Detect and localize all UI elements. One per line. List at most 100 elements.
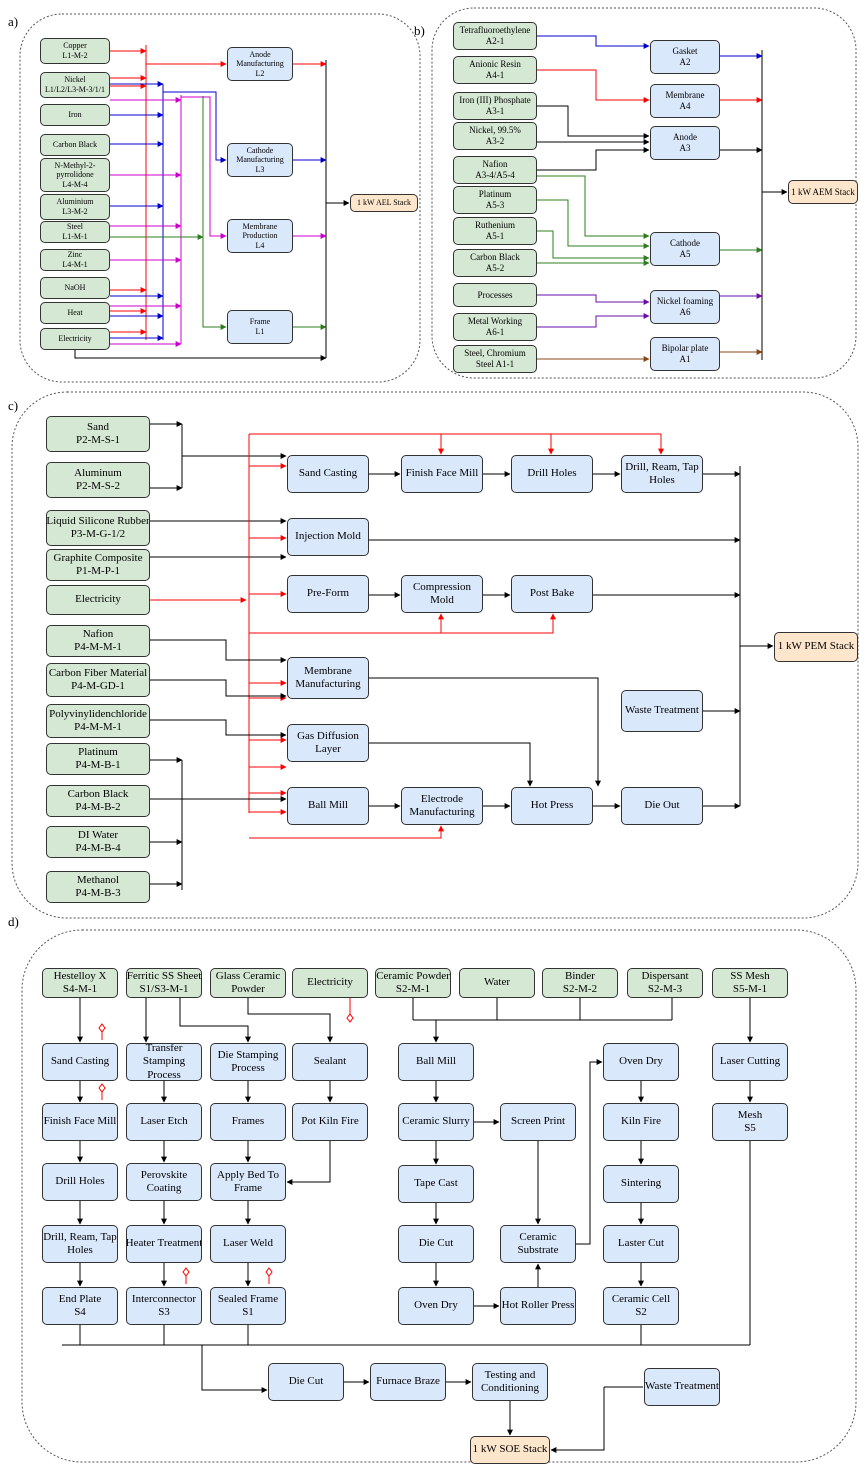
d-node-diecut2: Die Cut [268,1363,344,1401]
d-node-screenprint: Screen Print [500,1103,576,1141]
a-node-carbon_black: Carbon Black [40,134,110,156]
node-text-line: Stamping [142,1055,186,1068]
node-text-line: Ceramic Slurry [402,1115,470,1128]
node-text-line: SS Mesh [730,969,770,982]
c-node-dieout: Die Out [621,787,703,825]
node-text-line: Ball Mill [307,799,349,812]
node-text-line: A5-1 [485,231,505,241]
c-node-sandcast: Sand Casting [287,455,369,493]
node-text-line: L1 [255,327,265,336]
electricity-marker-icon [98,1083,106,1093]
a-node-heat: Heat [40,302,110,324]
d-node-diecut1: Die Cut [398,1225,474,1263]
d-node-ballmill: Ball Mill [398,1043,474,1081]
panel-label-a: a) [8,14,19,29]
node-text-line: Finish Face Mill [405,467,479,480]
node-text-line: L4 [255,240,265,250]
d-node-stack: 1 kW SOE Stack [470,1436,550,1464]
node-text-line: Ruthenium [475,220,515,231]
node-text-line: L3-M-2 [62,207,88,216]
node-text-line: Production [242,231,278,241]
node-text-line: A5-3 [485,200,505,210]
node-text-line: Nafion [82,627,114,640]
node-text-line: Laser Etch [140,1115,188,1128]
node-text-line: Process [231,1062,265,1074]
d-node-lasercut: Laser Cutting [712,1043,788,1081]
node-text-line: S5-M-1 [732,983,768,995]
node-text-line: Gasket [672,46,698,57]
d-node-sintering: Sintering [603,1165,679,1203]
d-node-furnace: Furnace Braze [370,1363,446,1401]
c-node-postbake: Post Bake [511,575,593,613]
node-text-line: Frame [249,317,271,327]
node-text-line: P4-M-GD-1 [71,680,125,692]
node-text-line: A1 [679,354,691,364]
node-text-line: Sealant [313,1055,347,1068]
d-node-hotroller: Hot Roller Press [500,1287,576,1325]
node-text-line: Tetrafluoroethylene [459,25,531,36]
d-node-ffm: Finish Face Mill [42,1103,118,1141]
panel-label-c: c) [8,398,19,413]
node-text-line: Metal Working [467,316,523,327]
connector-arrow [201,1345,268,1393]
connector-arrow [181,96,227,239]
b-node-ni995: Nickel, 99.5%A3-2 [453,122,537,150]
node-text-line: Pre-Form [306,587,350,600]
node-text-line: Die Cut [418,1237,454,1250]
node-text-line: L1-M-2 [62,51,88,60]
node-text-line: Anionic Resin [469,59,521,70]
node-text-line: Tape Cast [414,1177,458,1190]
node-text-line: A3-1 [485,106,505,116]
node-text-line: A6 [679,307,691,317]
node-text-line: 1 kW AEL Stack [357,198,411,208]
node-text-line: Holes [67,1244,93,1256]
node-text-line: A3-4/A5-4 [475,170,515,180]
electricity-marker-icon [346,1013,354,1023]
node-text-line: Bipolar plate [661,343,709,354]
node-text-line: Sand Casting [50,1055,110,1068]
node-text-line: A4 [679,101,691,111]
node-text-line: A3-2 [485,136,505,146]
a-node-electricity: Electricity [40,328,110,350]
node-text-line: Electrode [420,792,464,805]
node-text-line: Apply Bed To [217,1168,279,1181]
node-text-line: A5 [679,249,691,259]
node-text-line: A4-1 [485,70,505,80]
d-node-laseretch: Laser Etch [126,1103,202,1141]
node-text-line: DI Water [77,828,119,841]
node-text-line: Hestelloy X [53,969,107,982]
d-node-laserweld: Laser Weld [210,1225,286,1263]
panel-label-b: b) [414,23,425,38]
node-text-line: S1 [242,1306,254,1318]
node-text-line: Sealed Frame [217,1292,279,1305]
connector-arrow [249,613,556,634]
a-node-stack: 1 kW AEL Stack [350,194,418,212]
c-node-injmold: Injection Mold [287,518,369,556]
node-text-line: Processes [477,289,513,300]
node-text-line: Carbon Black [470,252,520,263]
node-text-line: 1 kW SOE Stack [472,1443,548,1456]
node-text-line: Conditioning [480,1382,540,1394]
connector-arrow [163,91,227,163]
